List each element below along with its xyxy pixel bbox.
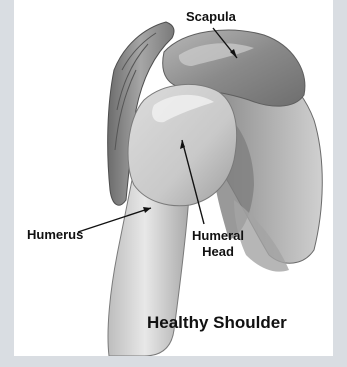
humerus-label: Humerus <box>27 227 83 242</box>
humeral-head-label: Humeral Head <box>192 228 244 260</box>
shoulder-illustration <box>14 0 333 356</box>
scapula-label: Scapula <box>186 9 236 24</box>
humeral-head-label-line2: Head <box>192 244 244 260</box>
humeral-head-label-line1: Humeral <box>192 228 244 244</box>
caption: Healthy Shoulder <box>147 313 287 333</box>
illustration-panel: Scapula Humerus Humeral Head Healthy Sho… <box>14 0 333 356</box>
